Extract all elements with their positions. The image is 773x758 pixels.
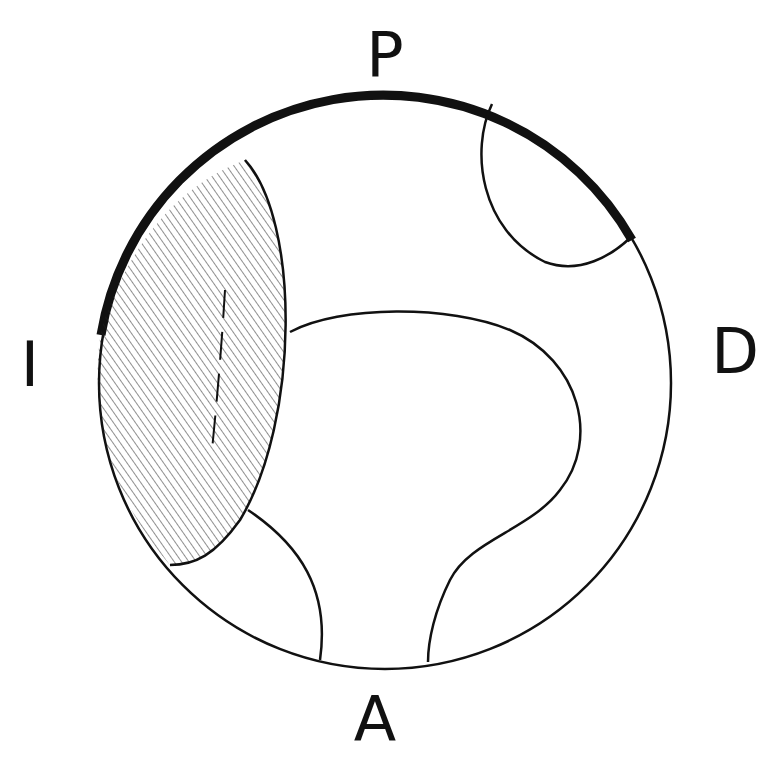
- direction-label: A: [354, 689, 396, 751]
- dashed-line: [212, 290, 225, 450]
- shaded-region: [97, 160, 285, 565]
- small-lobe: [481, 104, 630, 266]
- direction-label: D: [711, 321, 759, 383]
- central-outline-left: [248, 510, 322, 660]
- shaded-edge: [170, 160, 286, 565]
- central-outline: [290, 311, 580, 662]
- direction-label: I: [21, 334, 39, 396]
- direction-label: P: [366, 24, 403, 86]
